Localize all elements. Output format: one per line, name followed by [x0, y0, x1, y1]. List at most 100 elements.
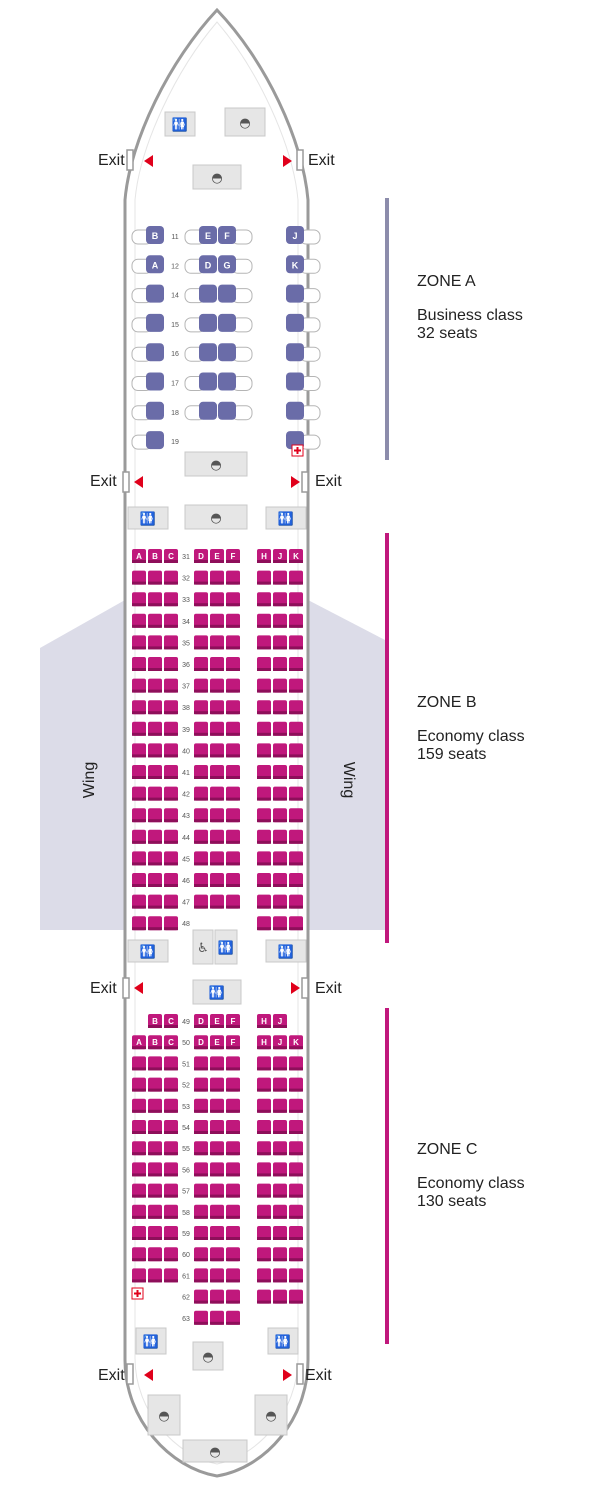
eco-seat-35A-cushion — [132, 635, 146, 650]
galley-rear-2-icon: ◓ — [209, 1445, 220, 1460]
eco-seat-31C-back — [164, 560, 178, 563]
eco-seat-41J-back — [273, 776, 287, 779]
lavatory-2r — [265, 506, 307, 530]
eco-seat-39E-cushion — [210, 721, 224, 736]
eco-seat-44B — [148, 829, 162, 844]
first-aid-cross-front — [294, 447, 301, 454]
eco-seat-58J — [273, 1204, 287, 1219]
eco-seat-58B — [148, 1204, 162, 1219]
biz-seat-16-center-left-cushion — [199, 343, 217, 362]
eco-seat-33B-back — [148, 603, 162, 607]
eco-seat-61E — [210, 1268, 224, 1283]
eco-seat-51F — [226, 1056, 240, 1071]
eco-seat-33K-cushion — [289, 592, 303, 607]
eco-seat-55H — [257, 1141, 271, 1156]
eco-seat-63E — [210, 1310, 224, 1325]
eco-seat-53D-cushion — [194, 1098, 208, 1113]
eco-seat-47C-back — [164, 905, 178, 909]
eco-seat-55B-cushion — [148, 1141, 162, 1156]
zone-a-bar — [385, 198, 389, 460]
zone-b-info: ZONE B Economy class 159 seats — [417, 694, 525, 764]
eco-seat-32A — [132, 570, 146, 585]
eco-seat-34H-cushion — [257, 613, 271, 628]
facilities: 🚻◓◓◓◓🚻🚻♿🚻🚻🚻🚻🚻🚻◓◓◓◓ — [127, 107, 307, 1463]
eco-seat-41B-back — [148, 776, 162, 779]
eco-seat-62H — [257, 1289, 271, 1304]
eco-seat-39A — [132, 721, 146, 736]
eco-seat-58E-cushion — [210, 1204, 224, 1219]
eco-seat-31A-back — [132, 560, 146, 563]
eco-seat-58E-back — [210, 1215, 224, 1219]
eco-seat-53D — [194, 1098, 208, 1113]
eco-seat-59D — [194, 1226, 208, 1240]
biz-seat-17-center-right-cushion — [218, 372, 236, 391]
eco-seat-51E-cushion — [210, 1056, 224, 1071]
eco-seat-56F-cushion — [226, 1162, 240, 1177]
eco-seat-41E — [210, 765, 224, 779]
lavatory-rear-r-icon: 🚻 — [275, 1334, 291, 1350]
eco-seat-55E — [210, 1141, 224, 1156]
eco-seat-43E-cushion — [210, 808, 224, 823]
biz-seat-11-center-left-cushion — [199, 226, 217, 244]
eco-seat-59J-back — [273, 1237, 287, 1240]
eco-seat-60H-back — [257, 1258, 271, 1262]
eco-seat-53F — [226, 1098, 240, 1113]
eco-seat-59H — [257, 1226, 271, 1240]
eco-seat-32A-cushion — [132, 570, 146, 585]
eco-seat-57A — [132, 1183, 146, 1198]
eco-seat-46H-cushion — [257, 873, 271, 887]
exit-arrow-rear-right — [283, 1369, 292, 1381]
eco-seat-55C-cushion — [164, 1141, 178, 1156]
eco-seat-32F-back — [226, 581, 240, 585]
biz-row-number-17: 17 — [171, 381, 179, 388]
eco-seat-47F-cushion — [226, 894, 240, 909]
biz-seat-11-left: B — [131, 226, 164, 245]
eco-seat-51K-cushion — [289, 1056, 303, 1071]
eco-seat-41C — [164, 765, 178, 779]
eco-seat-54E — [210, 1120, 224, 1134]
eco-seat-33H — [257, 592, 271, 607]
eco-seat-60C-cushion — [164, 1247, 178, 1262]
eco-seat-52C-cushion — [164, 1077, 178, 1092]
zone-c-cabin: Economy class — [417, 1175, 525, 1192]
eco-seat-33J-cushion — [273, 592, 287, 607]
eco-seat-31D-back — [194, 560, 208, 563]
eco-seat-48C — [164, 916, 178, 931]
biz-seat-19-left — [131, 431, 164, 450]
eco-seat-32E-back — [210, 581, 224, 585]
eco-row-number-61: 61 — [182, 1273, 190, 1280]
eco-seat-36J-back — [273, 668, 287, 671]
eco-row-number-52: 52 — [182, 1083, 190, 1090]
eco-seat-50H: H — [257, 1035, 271, 1050]
eco-seat-46C-cushion — [164, 873, 178, 887]
eco-seat-48J-back — [273, 927, 287, 931]
eco-seat-53A — [132, 1098, 146, 1113]
eco-seat-43K — [289, 808, 303, 823]
eco-seat-56A-back — [132, 1173, 146, 1177]
eco-seat-31F-letter: F — [231, 552, 236, 561]
eco-seat-43A-cushion — [132, 808, 146, 823]
eco-seat-36H-back — [257, 668, 271, 671]
eco-seat-37D-cushion — [194, 678, 208, 693]
eco-seat-46E-back — [210, 884, 224, 887]
door-5 — [301, 977, 309, 999]
eco-seat-32A-back — [132, 581, 146, 585]
eco-seat-41D — [194, 765, 208, 779]
eco-seat-50J-cushion — [273, 1035, 287, 1050]
eco-seat-54F — [226, 1120, 240, 1134]
biz-seat-15-right — [286, 313, 321, 333]
eco-seat-31A: A — [132, 549, 146, 563]
eco-seat-33F-cushion — [226, 592, 240, 607]
eco-seat-50K-cushion — [289, 1035, 303, 1050]
eco-seat-56H-cushion — [257, 1162, 271, 1177]
eco-seat-46K-back — [289, 884, 303, 887]
eco-seat-38C — [164, 700, 178, 715]
eco-seat-37B-back — [148, 689, 162, 693]
eco-seat-53E-cushion — [210, 1098, 224, 1113]
eco-seat-34F — [226, 613, 240, 628]
eco-seat-34D-cushion — [194, 613, 208, 628]
eco-seat-45C-back — [164, 862, 178, 866]
eco-seat-47H-back — [257, 905, 271, 909]
eco-seat-57A-cushion — [132, 1183, 146, 1198]
zone-c-bar — [385, 1008, 389, 1344]
